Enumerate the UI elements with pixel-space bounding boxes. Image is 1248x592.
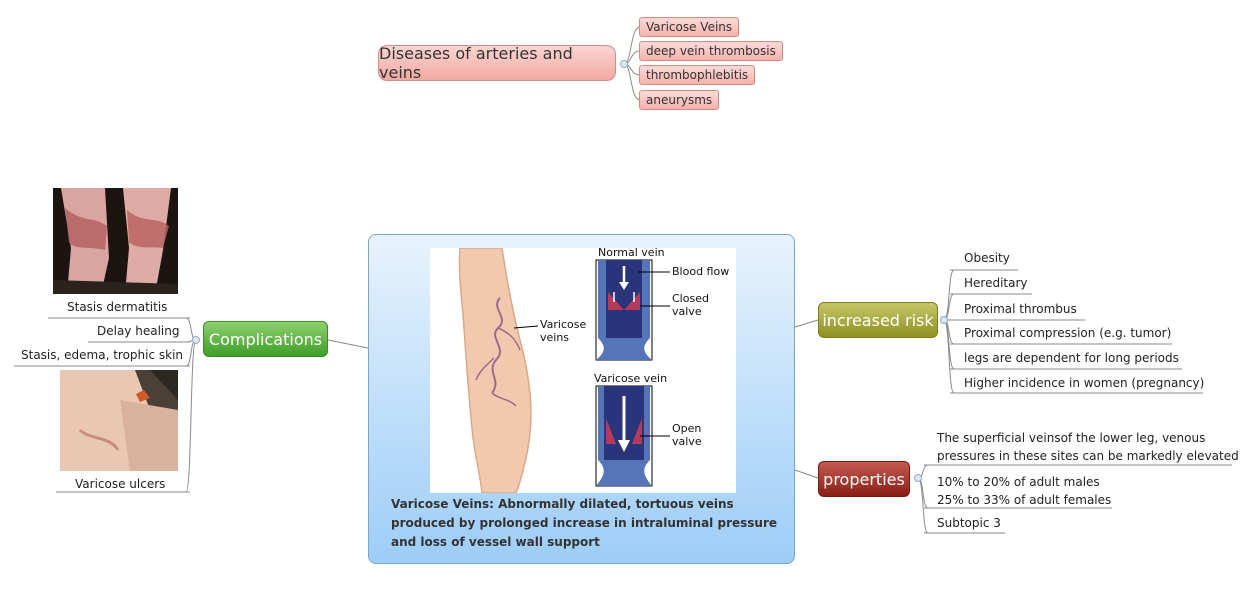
figure-label-closed-valve: Closed valve — [672, 292, 709, 318]
varicose-vein-illustration: Varicose veins Normal vein Blood flow Cl… — [430, 246, 736, 494]
topic-thrombophlebitis[interactable]: thrombophlebitis — [639, 65, 756, 85]
topic-varicose-veins[interactable]: Varicose Veins — [639, 17, 740, 37]
complication-stasis-edema-trophic-skin[interactable]: Stasis, edema, trophic skin — [21, 348, 184, 362]
topic-complications[interactable]: Complications — [203, 321, 328, 357]
risk-obesity[interactable]: Obesity — [964, 251, 1010, 265]
figure-label-open-valve: Open valve — [672, 422, 702, 448]
risk-legs-dependent[interactable]: legs are dependent for long periods — [964, 351, 1179, 365]
risk-proximal-compression[interactable]: Proximal compression (e.g. tumor) — [964, 326, 1172, 340]
topic-aneurysms[interactable]: aneurysms — [639, 90, 720, 110]
topic-deep-vein-thrombosis[interactable]: deep vein thrombosis — [639, 41, 783, 61]
topic-diseases-of-arteries-and-veins[interactable]: Diseases of arteries and veins — [378, 44, 616, 82]
figure-label-normal-vein: Normal vein — [598, 246, 665, 259]
property-subtopic-3[interactable]: Subtopic 3 — [937, 516, 1001, 530]
varicose-ulcers-photo — [60, 370, 178, 471]
property-prevalence[interactable]: 10% to 20% of adult males 25% to 33% of … — [937, 475, 1112, 507]
stasis-dermatitis-photo — [53, 188, 178, 294]
figure-label-blood-flow: Blood flow — [672, 265, 730, 278]
risk-hereditary[interactable]: Hereditary — [964, 276, 1028, 290]
central-topic-description: Varicose Veins: Abnormally dilated, tort… — [391, 497, 778, 549]
risk-proximal-thrombus[interactable]: Proximal thrombus — [964, 302, 1077, 316]
risk-higher-incidence-women[interactable]: Higher incidence in women (pregnancy) — [964, 376, 1205, 390]
topic-increased-risk[interactable]: increased risk — [818, 302, 938, 338]
figure-label-varicose-veins: Varicose veins — [540, 318, 587, 344]
complication-varicose-ulcers[interactable]: Varicose ulcers — [75, 477, 166, 491]
property-superficial-veins[interactable]: The superficial veinsof the lower leg, v… — [937, 431, 1239, 463]
topic-properties[interactable]: properties — [818, 461, 910, 497]
complication-delay-healing[interactable]: Delay healing — [97, 324, 180, 338]
complication-stasis-dermatitis[interactable]: Stasis dermatitis — [67, 300, 168, 314]
figure-label-varicose-vein: Varicose vein — [594, 372, 668, 385]
